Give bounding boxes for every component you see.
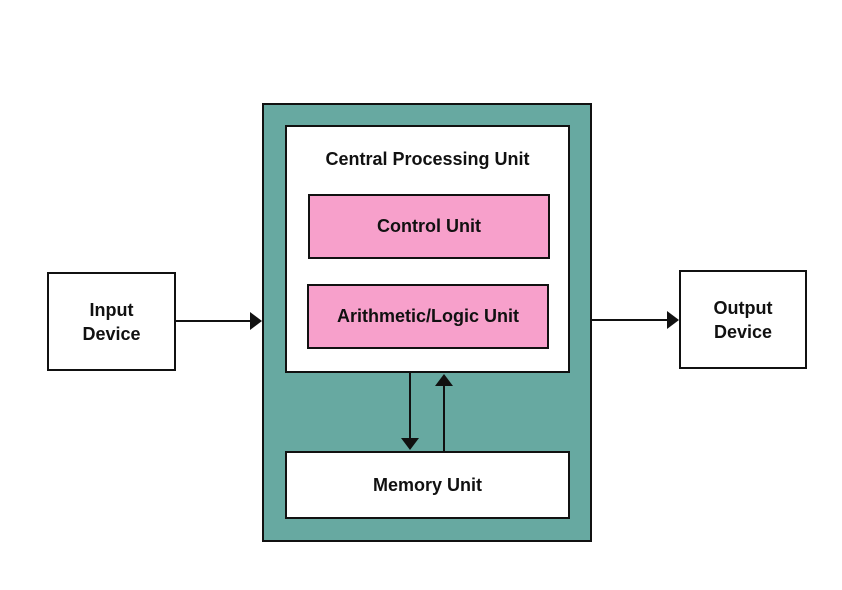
output-device-box: Output Device [679, 270, 807, 369]
input-device-box: Input Device [47, 272, 176, 371]
control-unit-box: Control Unit [308, 194, 550, 259]
alu-label: Arithmetic/Logic Unit [336, 306, 519, 326]
control-unit-label: Control Unit [377, 216, 481, 236]
cpu-title: Central Processing Unit [325, 149, 530, 169]
input-device-label-line1: Input [89, 299, 134, 320]
output-device-label-line2: Device [713, 321, 773, 342]
arithmetic-logic-unit-box: Arithmetic/Logic Unit [307, 284, 549, 349]
arrowhead-cpu-to-output [667, 311, 679, 329]
input-device-label-line2: Device [82, 323, 141, 344]
arrowhead-input-to-cpu [250, 312, 262, 330]
memory-unit-label: Memory Unit [372, 474, 482, 495]
output-device-label-line1: Output [713, 297, 773, 318]
memory-unit-box: Memory Unit [285, 451, 570, 519]
